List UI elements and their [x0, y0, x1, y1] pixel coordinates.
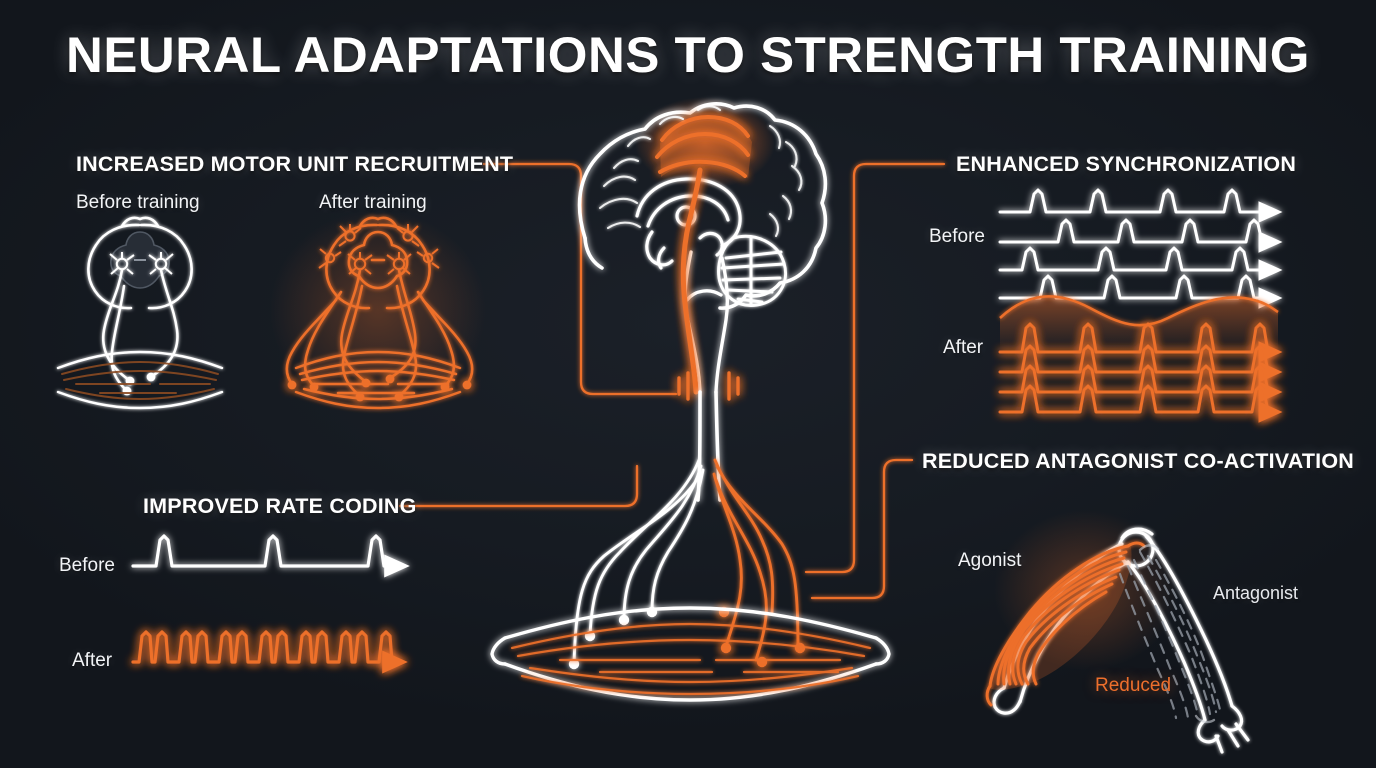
label-rate-after: After	[72, 650, 113, 671]
rate-after-trace	[131, 630, 408, 674]
rate-before-trace	[131, 534, 410, 578]
sync-before-trains	[998, 188, 1283, 309]
panel-title-recruitment: INCREASED MOTOR UNIT RECRUITMENT	[76, 152, 514, 176]
agonist-muscle-fill	[989, 544, 1132, 690]
muscle-before-outline	[56, 350, 224, 410]
panel-recruitment-graphic	[56, 210, 486, 410]
panel-title-rate-coding: IMPROVED RATE CODING	[143, 494, 417, 518]
antagonist-muscle	[1118, 550, 1222, 720]
spinal-synapse-marks	[677, 371, 740, 401]
panel-title-synchronization: ENHANCED SYNCHRONIZATION	[956, 152, 1297, 176]
connector-recruitment	[482, 162, 678, 396]
motor-cortex-fill	[660, 118, 752, 178]
muscle-before-fibers	[61, 360, 219, 401]
motor-cortex-band	[655, 114, 750, 178]
sync-after-trains	[998, 322, 1283, 423]
sync-envelope-wave	[1000, 296, 1278, 352]
connector-lines	[398, 162, 946, 600]
motor-nerve-branches-orange	[712, 458, 800, 662]
panel-title-coactivation: REDUCED ANTAGONIST CO-ACTIVATION	[922, 449, 1355, 473]
axons-before	[101, 268, 179, 392]
agonist-tendons	[985, 541, 1146, 707]
panel-coactivation-graphic	[985, 510, 1250, 754]
sync-envelope-line	[999, 295, 1279, 327]
agonist-muscle	[988, 544, 1130, 688]
corticospinal-tract	[680, 167, 703, 395]
label-reduced: Reduced	[1095, 675, 1172, 696]
forearm-bones	[1126, 534, 1250, 754]
spinal-cord-after	[270, 210, 486, 410]
brain-gyri	[598, 105, 803, 238]
label-agonist: Agonist	[958, 550, 1022, 571]
label-before-training: Before training	[76, 192, 200, 213]
panel-rate-coding-graphic	[131, 534, 410, 674]
label-after-training: After training	[319, 192, 427, 213]
axons-after	[285, 268, 474, 398]
label-antagonist: Antagonist	[1213, 583, 1299, 603]
brain-outline	[577, 102, 828, 310]
connector-synchronization	[804, 162, 946, 574]
label-sync-after: After	[943, 337, 984, 358]
motor-nerve-branches-white	[572, 458, 705, 666]
connector-rate-coding	[398, 464, 639, 508]
antagonist-tendons	[1138, 544, 1216, 724]
connector-coactivation	[810, 458, 914, 600]
cerebellum	[717, 234, 787, 307]
spinal-cord-before	[56, 216, 224, 410]
page-title: NEURAL ADAPTATIONS TO STRENGTH TRAINING	[66, 27, 1310, 83]
target-muscle-fibers	[510, 622, 872, 696]
panel-synchronization-graphic	[998, 188, 1283, 423]
label-sync-before: Before	[929, 226, 985, 247]
label-rate-before: Before	[59, 555, 115, 576]
target-muscle-outline	[490, 606, 891, 702]
muscle-after	[294, 350, 462, 410]
central-nervous-system-figure	[490, 97, 891, 702]
